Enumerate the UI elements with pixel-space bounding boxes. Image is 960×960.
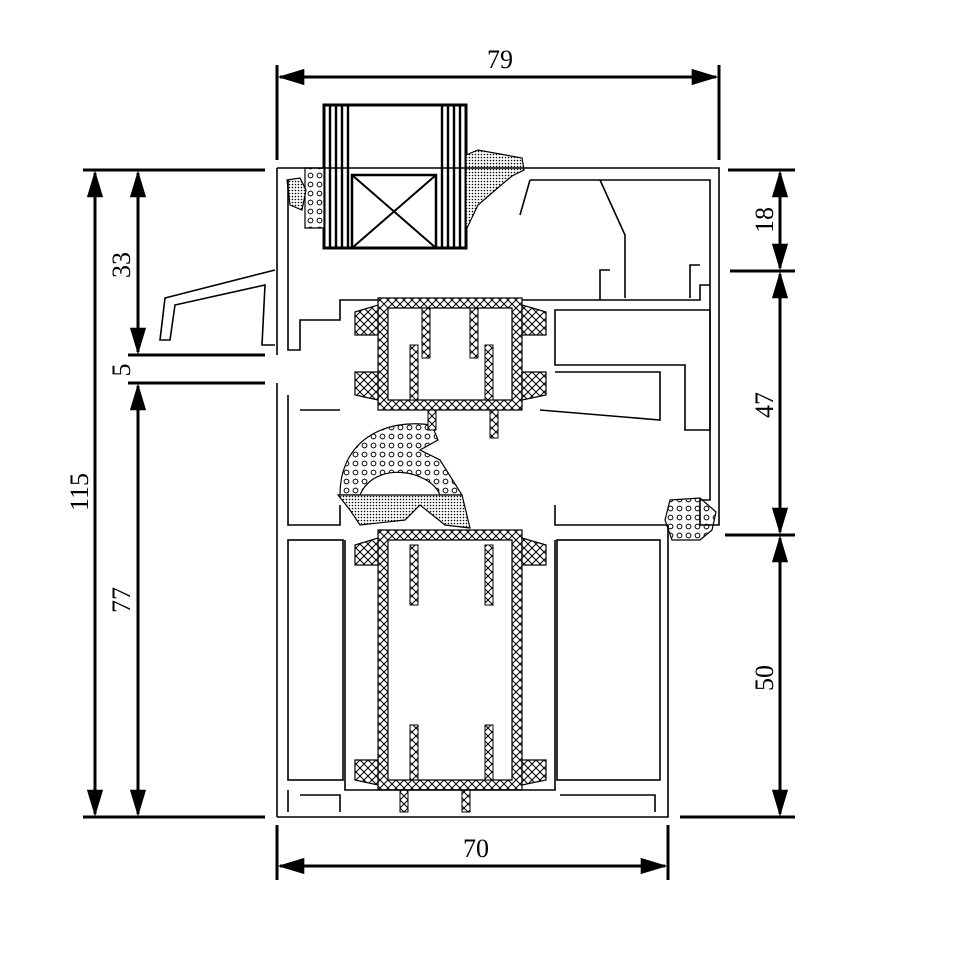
dim-right-top: 18 — [750, 207, 779, 233]
thermal-break-lower — [354, 529, 547, 813]
dim-left-gap: 5 — [107, 364, 136, 377]
dim-top-width: 79 — [487, 45, 513, 74]
dim-total-height: 115 — [65, 473, 94, 511]
drip-profile — [159, 269, 276, 346]
glazing-unit — [322, 103, 468, 250]
center-gasket — [339, 423, 464, 496]
dim-right-middle: 47 — [750, 392, 779, 418]
thermal-break-upper — [354, 297, 547, 439]
dim-left-lower: 77 — [107, 587, 136, 613]
seal-top-left — [286, 177, 307, 211]
sash-profile — [277, 525, 669, 818]
dim-left-upper: 33 — [107, 252, 136, 278]
dim-bottom-width: 70 — [463, 834, 489, 863]
frame-profile — [276, 167, 720, 817]
dim-right-bottom: 50 — [750, 665, 779, 691]
seal-right — [664, 497, 717, 541]
glazing-bead-gasket — [465, 149, 525, 231]
glazing-gasket-left — [304, 167, 325, 229]
center-gasket-base — [336, 494, 471, 529]
dimension-lines — [83, 65, 795, 880]
